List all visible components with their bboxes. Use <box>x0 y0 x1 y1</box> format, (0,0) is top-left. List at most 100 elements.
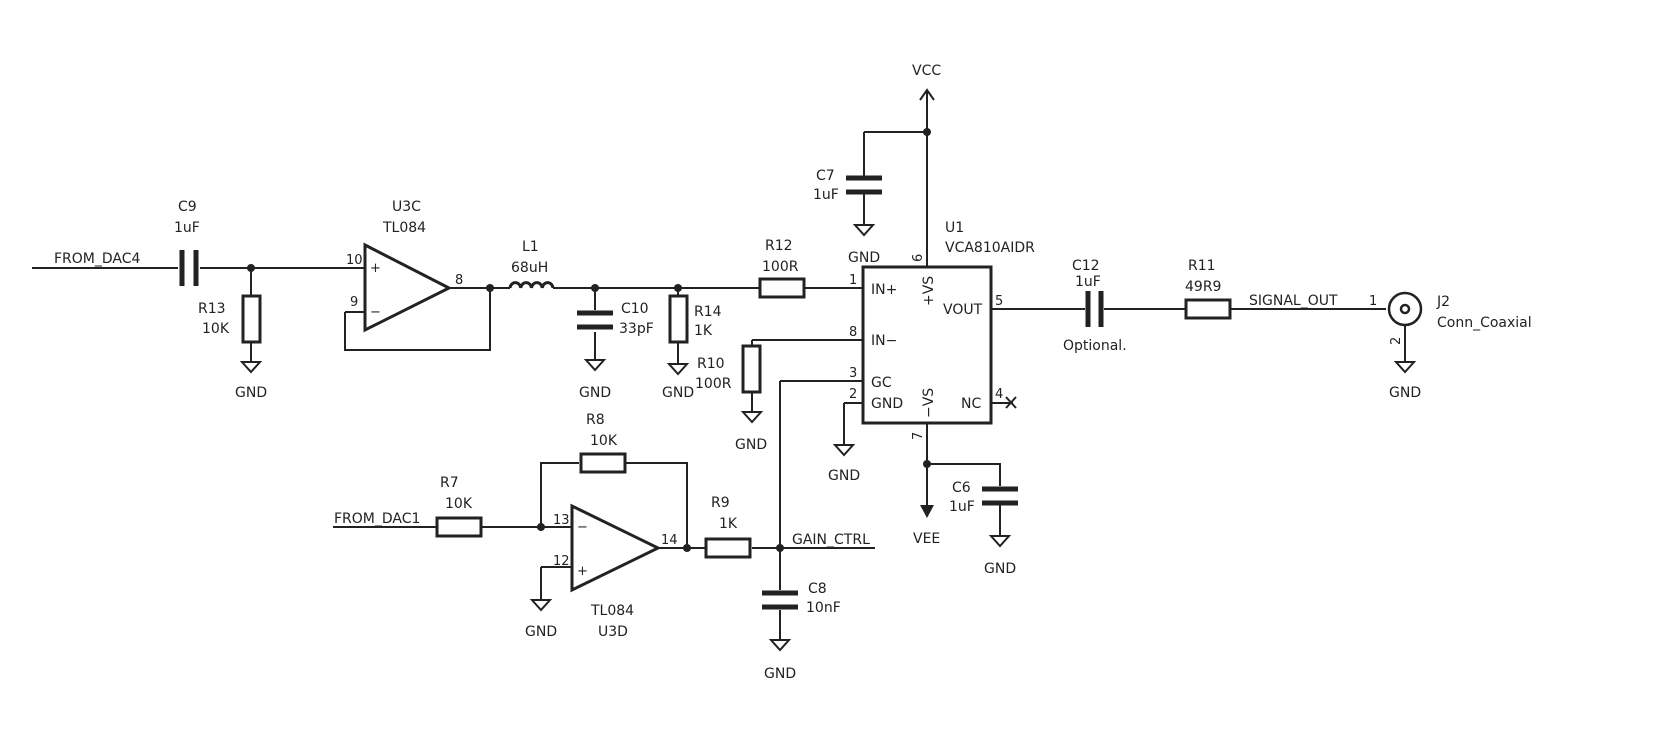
capacitor-c7: C7 1uF <box>813 168 882 203</box>
resistor-r12: R12 100R <box>758 238 806 299</box>
u1-ref: U1 <box>945 220 964 236</box>
junction-dot <box>923 128 931 136</box>
resistor-r10: R10 100R <box>695 344 762 394</box>
u1-pin-num-7: 7 <box>911 432 926 440</box>
r14-value: 1K <box>694 323 713 339</box>
u3c-pin-8: 8 <box>455 273 463 288</box>
gnd-symbol: GND <box>662 363 694 401</box>
gnd-symbol: GND <box>764 639 796 682</box>
r13-value: 10K <box>202 321 230 337</box>
r11-value: 49R9 <box>1185 279 1221 295</box>
connector-j2: 1 2 J2 Conn_Coaxial <box>1369 291 1532 345</box>
c7-value: 1uF <box>813 187 839 203</box>
junctions <box>247 128 931 552</box>
u3d-ref: U3D <box>598 624 628 640</box>
opamp-u3c: + − 10 9 8 U3C TL084 <box>346 199 463 333</box>
gnd-label: GND <box>235 385 267 401</box>
r12-ref: R12 <box>765 238 793 254</box>
gnd-label: GND <box>764 666 796 682</box>
u1-pin-label-vout: VOUT <box>943 302 983 318</box>
gnd-symbol: GND <box>735 411 767 453</box>
u1-pin-num-1: 1 <box>849 273 857 288</box>
u1-pin-label-vs-plus: +VS <box>921 276 937 306</box>
gnd-label: GND <box>984 561 1016 577</box>
c6-ref: C6 <box>952 480 971 496</box>
j2-pin-2: 2 <box>1389 337 1404 345</box>
net-label-from-dac4: FROM_DAC4 <box>54 251 141 267</box>
svg-text:−: − <box>370 305 381 320</box>
u1-pin-num-4: 4 <box>995 387 1003 402</box>
u3d-pin-13: 13 <box>553 513 570 528</box>
junction-dot <box>683 544 691 552</box>
u3d-pin-14: 14 <box>661 533 678 548</box>
u3c-value: TL084 <box>382 220 426 236</box>
resistor-r14: R14 1K <box>668 294 722 344</box>
net-label-gain-ctrl: GAIN_CTRL <box>792 532 870 548</box>
r14-ref: R14 <box>694 304 722 320</box>
c12-value: 1uF <box>1075 274 1101 290</box>
junction-dot <box>247 264 255 272</box>
gnd-symbol: GND <box>984 535 1016 577</box>
c8-value: 10nF <box>806 600 841 616</box>
capacitor-c8: C8 10nF <box>762 581 841 616</box>
r11-ref: R11 <box>1188 258 1216 274</box>
j2-ref: J2 <box>1436 294 1450 310</box>
u1-pin-label-nc: NC <box>961 396 981 412</box>
gnd-label: GND <box>1389 385 1421 401</box>
c12-note: Optional. <box>1063 338 1127 354</box>
power-vee-symbol: VEE <box>913 505 940 547</box>
u3c-pin-10: 10 <box>346 253 363 268</box>
gnd-label: GND <box>828 468 860 484</box>
r13-ref: R13 <box>198 301 226 317</box>
net-label-from-dac1: FROM_DAC1 <box>334 511 420 527</box>
gnd-symbol: GND <box>525 599 557 640</box>
resistor-r11: R11 49R9 <box>1184 258 1232 320</box>
u3d-pin-12: 12 <box>553 554 570 569</box>
junction-dot <box>486 284 494 292</box>
power-vcc-symbol: VCC <box>912 63 941 102</box>
c9-value: 1uF <box>174 220 200 236</box>
r12-value: 100R <box>762 259 799 275</box>
junction-dot <box>591 284 599 292</box>
gnd-label: GND <box>662 385 694 401</box>
u1-pin-num-3: 3 <box>849 366 857 381</box>
c10-ref: C10 <box>621 301 649 317</box>
c9-ref: C9 <box>178 199 197 215</box>
vee-label: VEE <box>913 531 940 547</box>
svg-text:−: − <box>577 520 588 535</box>
c10-value: 33pF <box>619 321 654 337</box>
capacitor-c9: C9 1uF <box>174 199 200 286</box>
resistor-r8: R8 10K <box>579 412 627 474</box>
svg-text:+: + <box>577 564 588 579</box>
gnd-label: GND <box>848 250 880 266</box>
u1-pin-num-8: 8 <box>849 325 857 340</box>
ic-u1: IN+ IN− GC GND VOUT NC +VS −VS 1 8 3 2 5… <box>849 220 1035 440</box>
gnd-label: GND <box>525 624 557 640</box>
gnd-label: GND <box>579 385 611 401</box>
capacitor-c10: C10 33pF <box>577 301 654 337</box>
c7-ref: C7 <box>816 168 835 184</box>
r10-value: 100R <box>695 376 732 392</box>
junction-dot <box>537 523 545 531</box>
l1-ref: L1 <box>522 239 539 255</box>
gnd-label: GND <box>735 437 767 453</box>
r8-ref: R8 <box>586 412 605 428</box>
capacitor-c6: C6 1uF <box>949 480 1018 515</box>
u1-pin-num-2: 2 <box>849 387 857 402</box>
r9-value: 1K <box>719 516 738 532</box>
gnd-symbol: GND <box>235 361 267 401</box>
c6-value: 1uF <box>949 499 975 515</box>
resistor-r9: R9 1K <box>704 495 752 559</box>
gnd-symbol: GND <box>579 359 611 401</box>
inductor-l1: L1 68uH <box>508 239 555 289</box>
u1-pin-label-in-plus: IN+ <box>871 282 897 298</box>
gnd-symbol: GND <box>828 444 860 484</box>
u1-pin-label-gnd: GND <box>871 396 903 412</box>
r7-value: 10K <box>445 496 473 512</box>
gnd-symbol: GND <box>1389 361 1421 401</box>
resistor-r7: R7 10K <box>435 475 483 538</box>
u1-pin-label-in-minus: IN− <box>871 333 897 349</box>
vcc-label: VCC <box>912 63 941 79</box>
junction-dot <box>776 544 784 552</box>
u3c-ref: U3C <box>392 199 421 215</box>
